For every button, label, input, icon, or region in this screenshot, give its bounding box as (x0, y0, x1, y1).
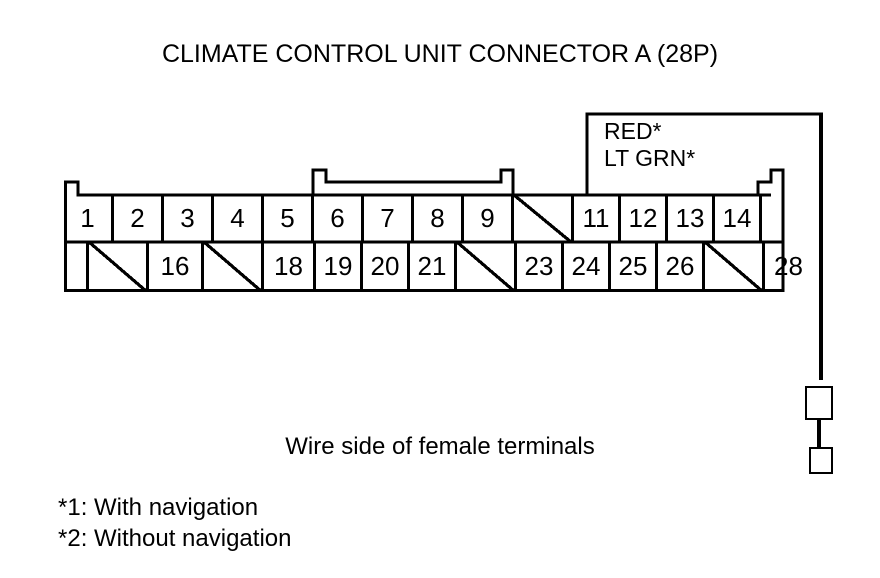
terminal-sample-box-large (805, 386, 833, 420)
wire-color-callout-box (585, 112, 823, 195)
connector-body: 1 2 3 4 5 6 7 8 9 11 12 13 14 16 18 19 2… (64, 160, 803, 292)
pin-cell-5[interactable]: 5 (264, 195, 314, 242)
pin-cell-20[interactable]: 20 (363, 242, 410, 291)
terminal-sample-connector-stub (817, 420, 821, 447)
pin-cell-26[interactable]: 26 (658, 242, 705, 291)
footnote-1: *1: With navigation (58, 494, 259, 521)
pin-cell-3[interactable]: 3 (164, 195, 214, 242)
connector-top-row: 1 2 3 4 5 6 7 8 9 11 12 13 14 (64, 195, 793, 242)
footnotes: *1: With navigation *2: Without navigati… (58, 492, 291, 554)
wire-color-callout-text: RED* LT GRN* (604, 118, 695, 172)
pin-cell-25[interactable]: 25 (611, 242, 658, 291)
pin-cell-top-right-blank (762, 195, 793, 242)
pin-cell-17-unused[interactable] (204, 242, 264, 291)
pin-cell-19[interactable]: 19 (316, 242, 363, 291)
connector-bottom-row: 16 18 19 20 21 23 24 25 26 28 (64, 242, 812, 291)
pin-cell-11[interactable]: 11 (574, 195, 621, 242)
terminal-sample-box-small (809, 447, 833, 474)
pin-cell-2[interactable]: 2 (114, 195, 164, 242)
callout-line-lt-grn: LT GRN* (604, 145, 696, 171)
pin-cell-6[interactable]: 6 (314, 195, 364, 242)
pin-cell-22-unused[interactable] (457, 242, 517, 291)
footnote-2: *2: Without navigation (58, 525, 292, 552)
pin-cell-bottom-left-blank (64, 242, 89, 291)
pin-cell-16[interactable]: 16 (149, 242, 204, 291)
callout-line-red: RED* (604, 118, 662, 144)
pin-cell-13[interactable]: 13 (668, 195, 715, 242)
pin-cell-7[interactable]: 7 (364, 195, 414, 242)
pin-cell-27-unused[interactable] (705, 242, 765, 291)
pin-cell-4[interactable]: 4 (214, 195, 264, 242)
pin-cell-14[interactable]: 14 (715, 195, 762, 242)
pin-cell-21[interactable]: 21 (410, 242, 457, 291)
diagram-caption: Wire side of female terminals (285, 433, 595, 460)
pin-cell-28[interactable]: 28 (774, 250, 803, 281)
pin-cell-15-unused[interactable] (89, 242, 149, 291)
connector-outline (64, 168, 785, 292)
callout-leader-line (819, 114, 823, 380)
callout-box-outline (585, 112, 823, 195)
pin-cell-8[interactable]: 8 (414, 195, 464, 242)
pin-cell-9[interactable]: 9 (464, 195, 514, 242)
pin-cell-10-unused[interactable] (514, 195, 574, 242)
pin-cell-18[interactable]: 18 (264, 242, 316, 291)
page-title: CLIMATE CONTROL UNIT CONNECTOR A (28P) (161, 40, 719, 68)
pin-cell-1[interactable]: 1 (64, 195, 114, 242)
pin-cell-12[interactable]: 12 (621, 195, 668, 242)
pin-cell-23[interactable]: 23 (517, 242, 564, 291)
pin-cell-24[interactable]: 24 (564, 242, 611, 291)
